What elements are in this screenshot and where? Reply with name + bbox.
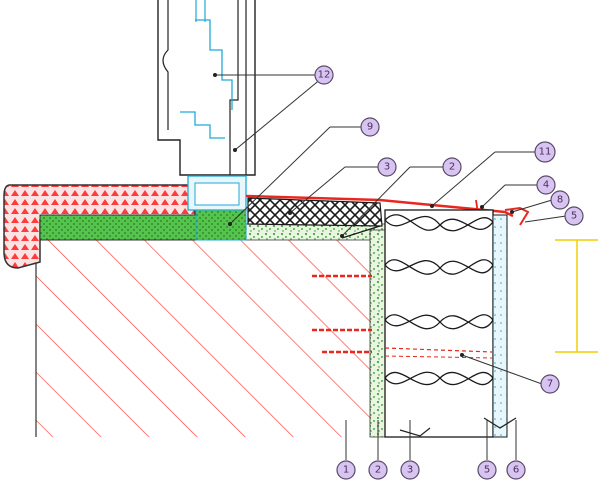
callout-bubble: 2 [442,157,462,177]
callout-label: 7 [547,379,553,390]
callout-bubble: 7 [540,374,560,394]
callout-label: 2 [449,162,455,173]
callout-label: 1 [343,465,349,476]
callout-bubble: 12 [314,65,334,85]
precast-sill [3,184,196,269]
callout-bubble: 5 [477,460,497,480]
dimension-bracket [555,239,598,353]
callout-label: 11 [539,147,552,158]
callout-bubble: 2 [368,460,388,480]
callout-label: 12 [318,70,331,81]
callout-label: 8 [557,195,563,206]
outer-render [492,214,508,438]
wool-insulation [384,209,494,438]
callout-bubble: 11 [534,141,556,163]
window-frame [157,0,256,241]
callout-bubble: 3 [377,157,397,177]
callout-label: 2 [375,465,381,476]
callout-bubble: 6 [506,460,526,480]
callout-bubble: 8 [550,190,570,210]
callout-bubble: 1 [336,460,356,480]
callout-bubble: 9 [360,117,380,137]
callout-bubble: 3 [400,460,420,480]
anchors [312,274,493,359]
callout-bubble: 5 [564,206,584,226]
callout-bubble: 4 [536,175,556,195]
callout-label: 9 [367,122,373,133]
callout-label: 5 [571,211,577,222]
callout-label: 5 [484,465,490,476]
leader-lines [213,73,567,460]
callout-label: 4 [543,180,549,191]
callout-label: 3 [384,162,390,173]
callout-label: 3 [407,465,413,476]
insulation-strip [247,197,383,227]
callout-label: 6 [513,465,519,476]
concrete-slab [35,240,380,437]
